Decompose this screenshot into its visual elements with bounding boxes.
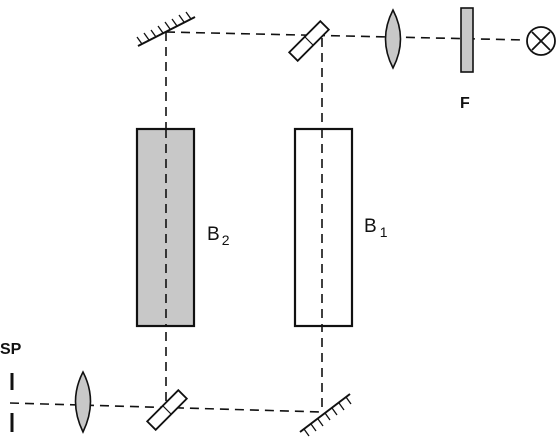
label-slit: SP (0, 341, 22, 358)
lens-top (384, 8, 402, 70)
beam-splitter-bottom (145, 388, 189, 432)
label-filter: F (460, 95, 470, 112)
mirror-bottom-right (299, 393, 352, 437)
cell-b1 (293, 127, 354, 328)
filter-plate (460, 7, 474, 73)
beam-paths (9, 31, 526, 413)
beam-splitter-top (287, 19, 331, 63)
mirror-top-left (136, 11, 196, 47)
lens-bottom (74, 370, 92, 434)
light-source-icon (526, 26, 556, 56)
